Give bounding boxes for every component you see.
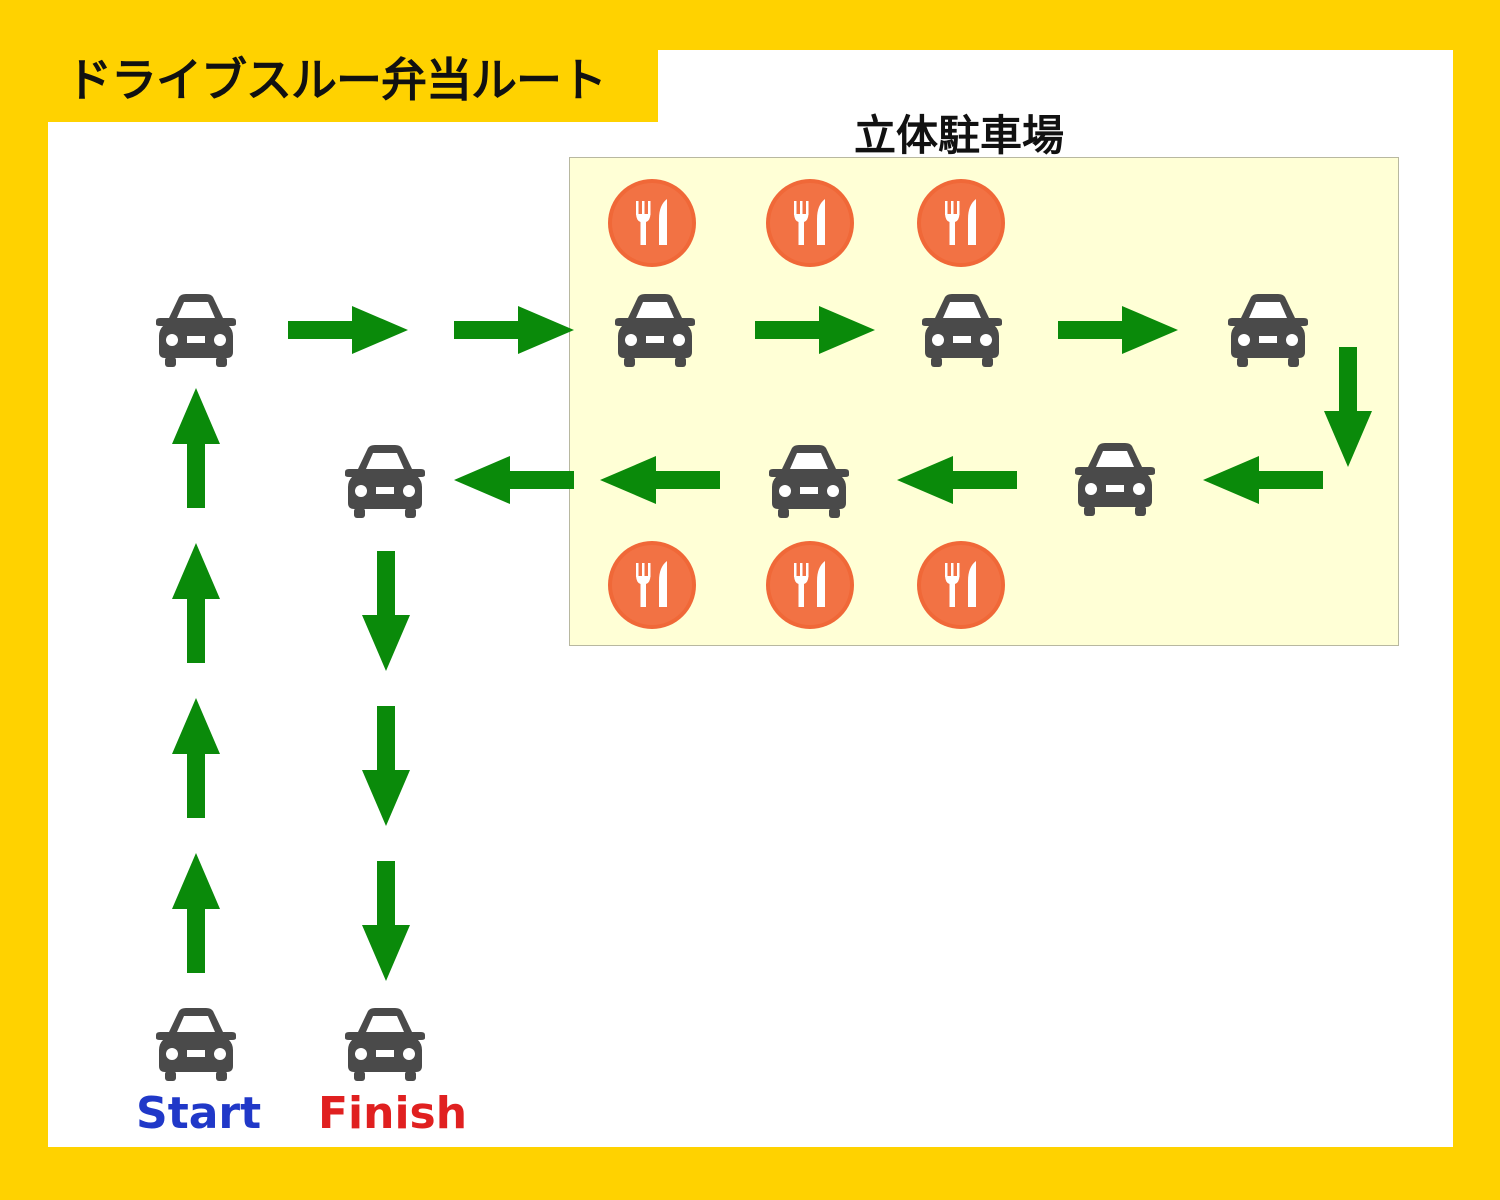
arrow-down-icon xyxy=(362,551,410,671)
car-icon xyxy=(156,294,236,367)
title-tab xyxy=(48,40,658,122)
arrow-down-icon xyxy=(1324,347,1372,467)
fork-knife-icon xyxy=(917,541,1005,629)
arrow-up-icon xyxy=(172,698,220,818)
car-icon xyxy=(615,294,695,367)
fork-knife-icon xyxy=(917,179,1005,267)
arrow-up-icon xyxy=(172,388,220,508)
start-label: Start xyxy=(136,1088,262,1139)
fork-knife-icon xyxy=(766,541,854,629)
car-icon xyxy=(1228,294,1308,367)
arrow-right-icon xyxy=(755,306,875,354)
arrow-up-icon xyxy=(172,853,220,973)
arrow-down-icon xyxy=(362,706,410,826)
fork-knife-icon xyxy=(608,179,696,267)
arrow-right-icon xyxy=(454,306,574,354)
arrow-down-icon xyxy=(362,861,410,981)
arrow-left-icon xyxy=(1203,456,1323,504)
car-icon xyxy=(1075,443,1155,516)
car-icon xyxy=(345,1008,425,1081)
car-icon xyxy=(156,1008,236,1081)
arrow-up-icon xyxy=(172,543,220,663)
arrow-left-icon xyxy=(897,456,1017,504)
fork-knife-icon xyxy=(766,179,854,267)
page-title: ドライブスルー弁当ルート xyxy=(66,53,607,107)
arrow-left-icon xyxy=(454,456,574,504)
parking-structure-label: 立体駐車場 xyxy=(854,111,1065,160)
car-icon xyxy=(769,445,849,518)
arrow-left-icon xyxy=(600,456,720,504)
car-icon xyxy=(922,294,1002,367)
fork-knife-icon xyxy=(608,541,696,629)
finish-label: Finish xyxy=(318,1088,468,1139)
car-icon xyxy=(345,445,425,518)
arrow-right-icon xyxy=(288,306,408,354)
arrow-right-icon xyxy=(1058,306,1178,354)
